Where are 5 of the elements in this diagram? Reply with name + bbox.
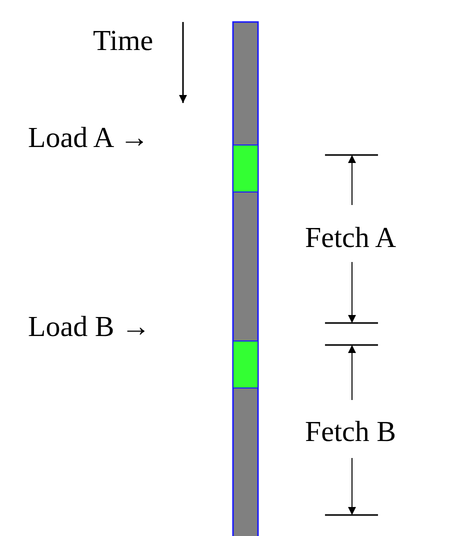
event-label: Load A → [28, 124, 149, 153]
event-label: Load B → [28, 313, 150, 342]
dimension-label: Fetch B [305, 418, 396, 447]
dimension-label: Fetch A [305, 224, 396, 253]
axis-label: Time [93, 27, 154, 56]
